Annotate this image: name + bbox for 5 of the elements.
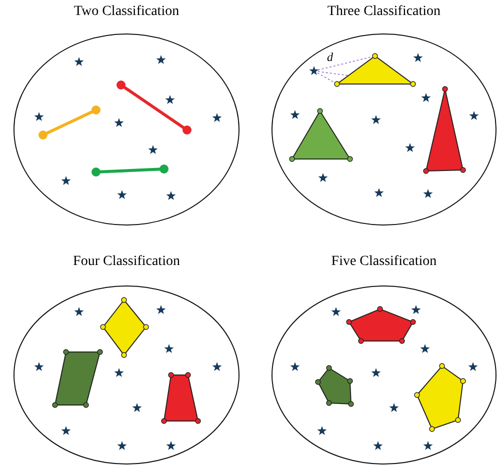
panel-title: Two Classification: [74, 3, 180, 21]
panel-title: Four Classification: [73, 253, 180, 271]
distance-label: d: [327, 50, 333, 64]
panel-title: Five Classification: [331, 253, 437, 271]
panel-title: Three Classification: [327, 3, 441, 21]
